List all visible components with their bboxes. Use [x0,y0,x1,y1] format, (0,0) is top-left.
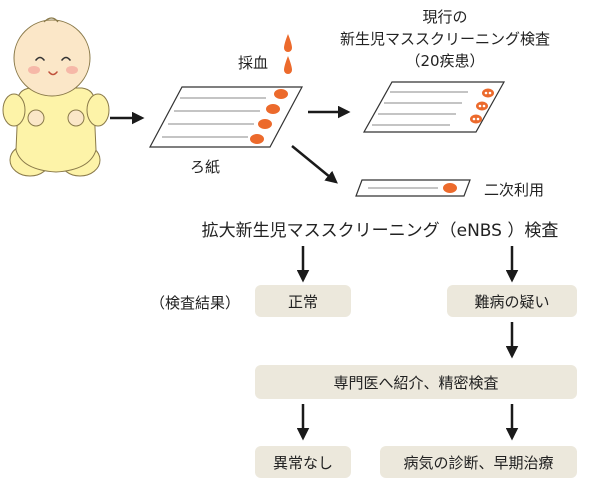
baby-illustration [2,17,110,177]
filter-paper-card [149,86,303,148]
arrow-paper-to-secondary [291,145,338,184]
filter-paper-label: ろ紙 [190,158,221,176]
test-result-label: （検査結果） [150,294,241,312]
screened-paper-card [362,81,506,133]
normal-box: 正常 [255,285,351,317]
no-abnormality-box: 異常なし [255,446,351,478]
referral-box: 専門医へ紹介、精密検査 [255,365,577,399]
enbs-title: 拡大新生児マススクリーニング（eNBS ）検査 [201,221,559,241]
diagnosis-treatment-box: 病気の診断、早期治療 [380,446,577,478]
blood-drop-icon [284,34,292,74]
secondary-paper-strip [355,179,471,197]
suspected-disease-box: 難病の疑い [447,285,577,317]
current-screening-title-line1: 現行の [422,8,468,26]
current-screening-title-line2: 新生児マススクリーニング検査 [339,30,550,48]
blood-sampling-label: 採血 [238,54,269,72]
current-screening-title-line3: （20疾患） [405,52,485,70]
secondary-use-label: 二次利用 [484,181,545,199]
